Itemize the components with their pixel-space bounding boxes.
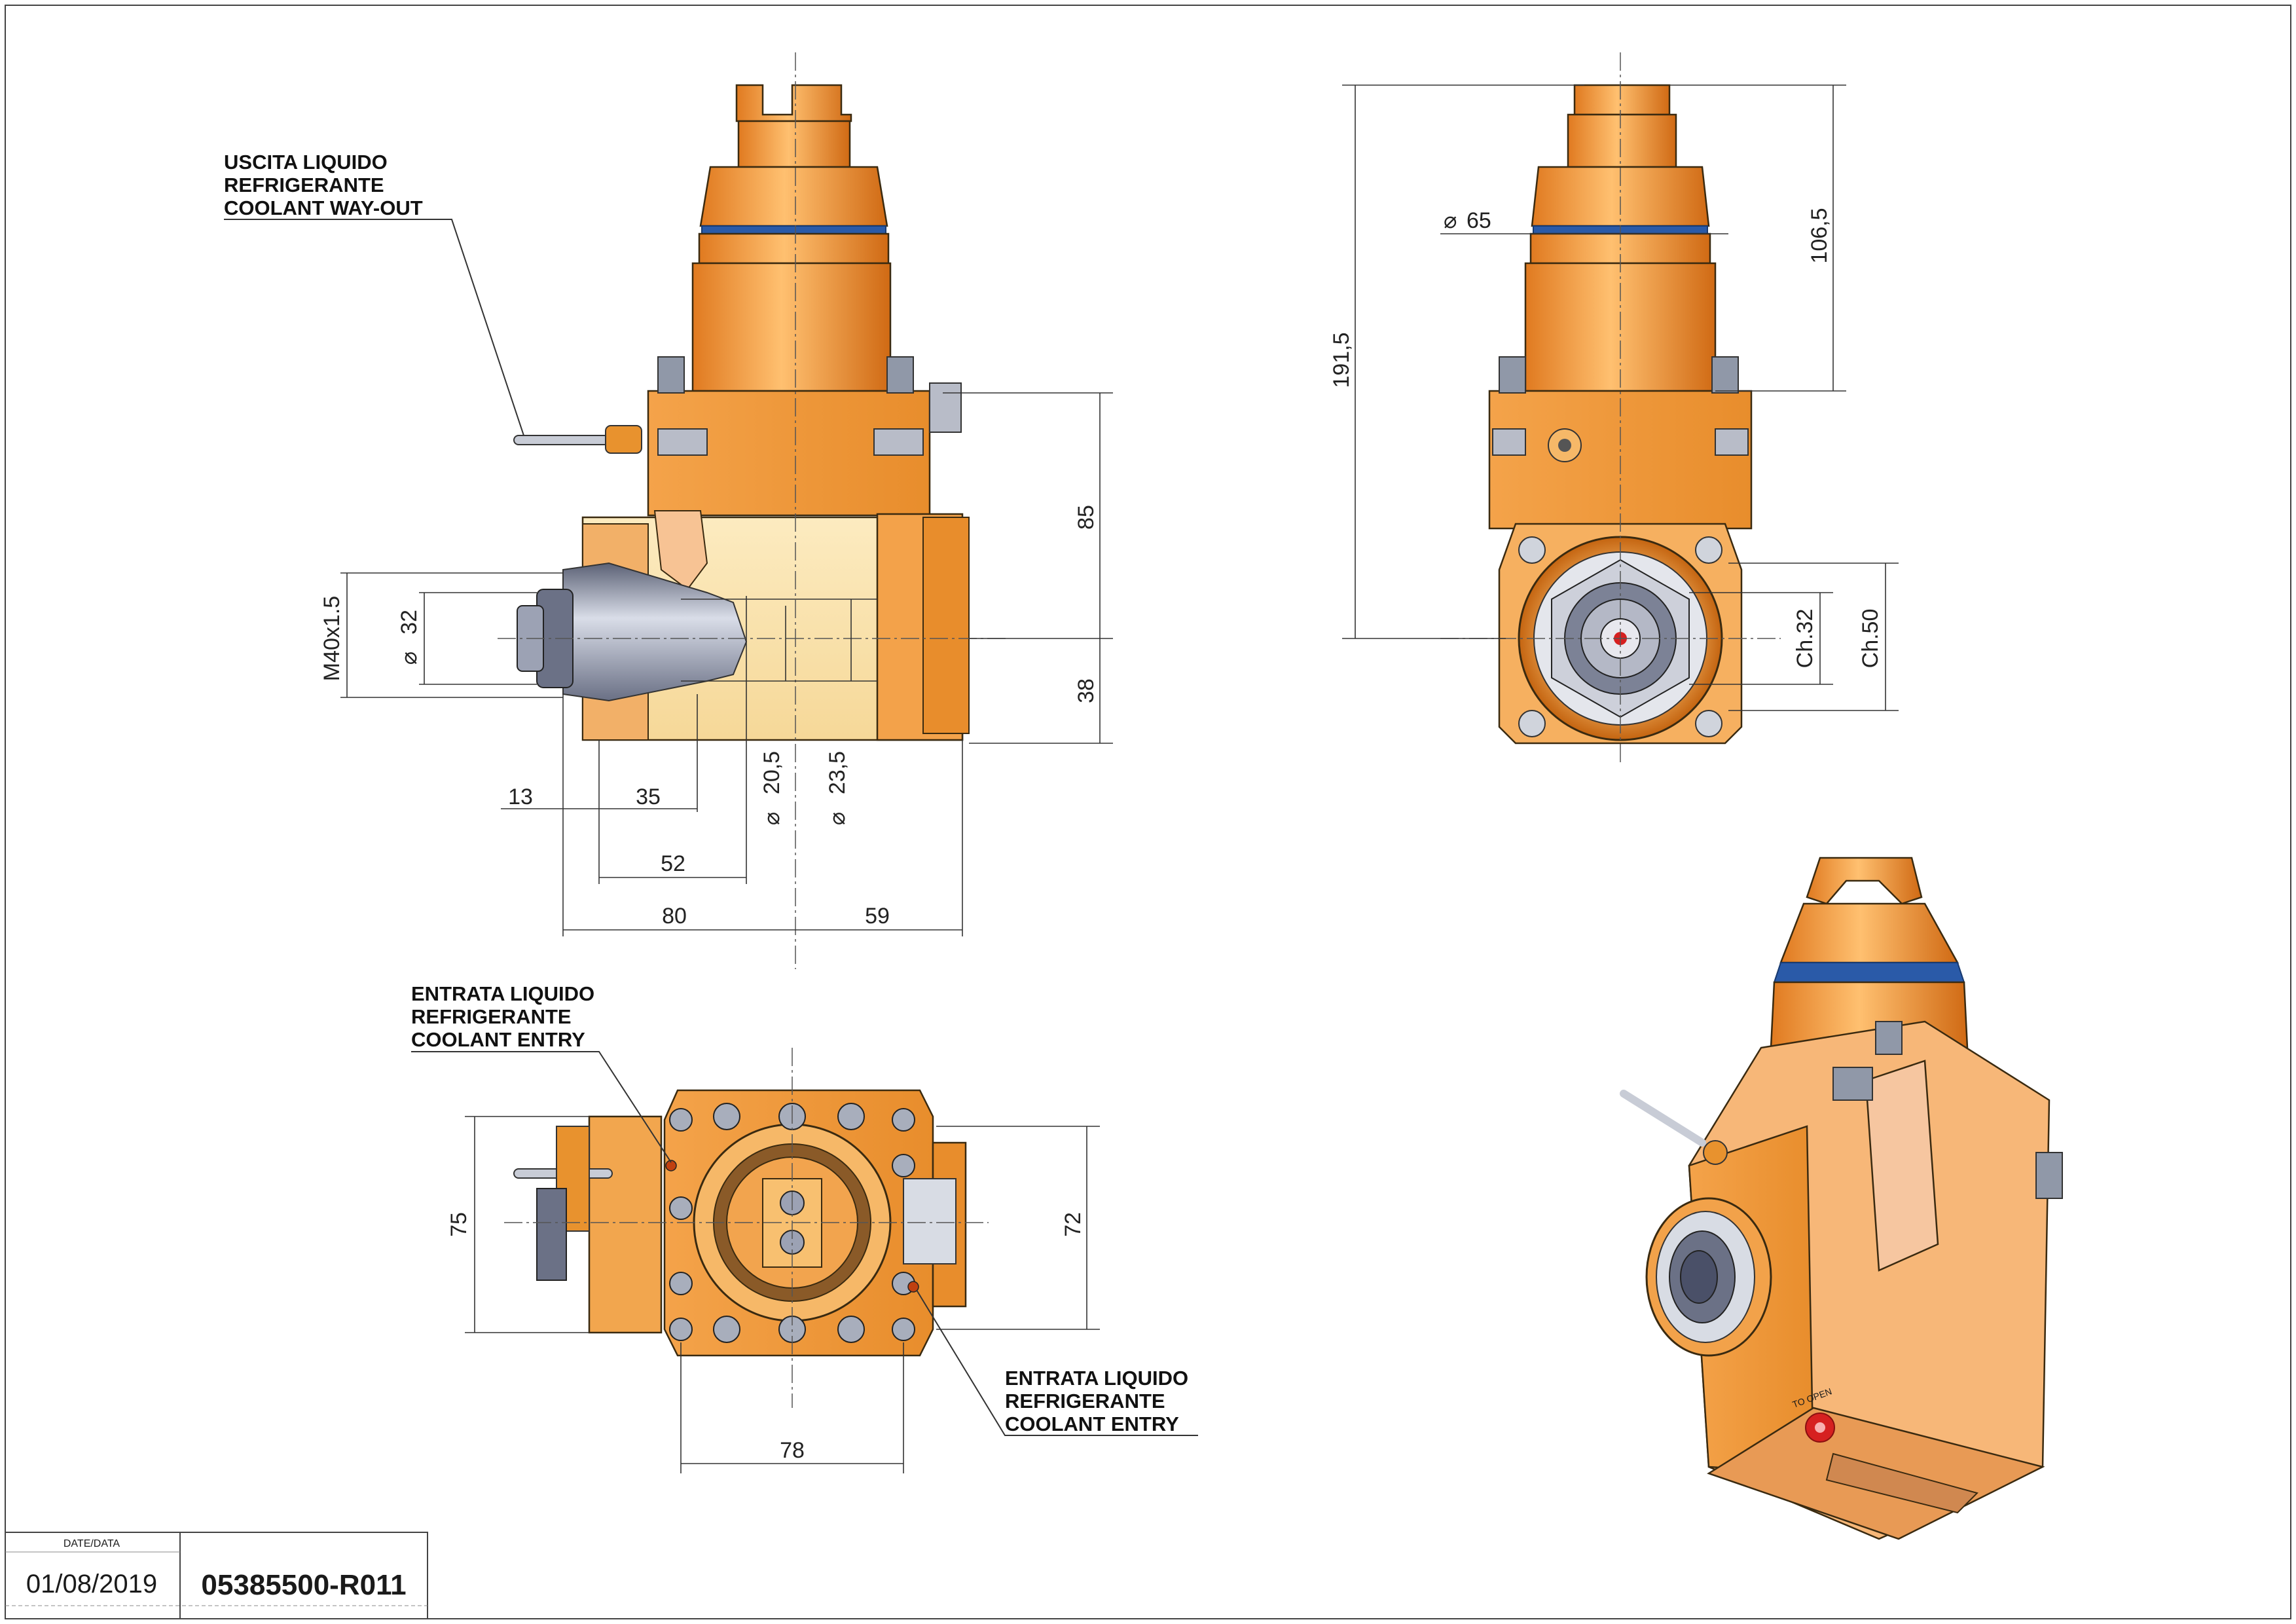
dim-ch-32: Ch.32 xyxy=(1793,609,1817,669)
dim-13: 13 xyxy=(508,784,533,809)
title-block: DATE/DATA 01/08/2019 05385500-R011 xyxy=(5,1532,428,1619)
dim-75: 75 xyxy=(446,1212,471,1237)
callout-coolant-entry-left: ENTRATA LIQUIDO REFRIGERANTE COOLANT ENT… xyxy=(411,982,672,1163)
dim-191-5: 191,5 xyxy=(1329,332,1354,388)
dim-52: 52 xyxy=(661,851,685,876)
dim-dia-65: 65 xyxy=(1467,208,1491,233)
dim-85: 85 xyxy=(1074,505,1099,530)
sheet-border xyxy=(5,5,2291,1619)
dim-dia-20-5: 20,5 xyxy=(759,751,784,794)
dim-thread: M40x1.5 xyxy=(319,596,344,681)
callout-line-1: USCITA LIQUIDO xyxy=(224,151,388,174)
dim-78: 78 xyxy=(780,1438,805,1463)
callout-line-3: COOLANT ENTRY xyxy=(411,1028,585,1051)
side-view-dimensions: 85 38 M40x1.5 ⌀ 32 ⌀ 20,5 ⌀ 23,5 13 35 5… xyxy=(319,392,1113,936)
bottom-view xyxy=(504,1048,989,1408)
dim-dia-32: 32 xyxy=(397,610,422,635)
front-view-dimensions: 191,5 106,5 ⌀ 65 Ch.32 Ch.50 xyxy=(1329,84,1899,711)
dim-dia-23-5-symbol: ⌀ xyxy=(825,812,850,825)
dim-dia-20-5-symbol: ⌀ xyxy=(759,812,784,825)
dim-106-5: 106,5 xyxy=(1807,208,1832,263)
isometric-view: TO OPEN xyxy=(1620,857,2063,1540)
callout-line-1: ENTRATA LIQUIDO xyxy=(411,982,594,1005)
dim-35: 35 xyxy=(636,784,661,809)
callout-line-3: COOLANT WAY-OUT xyxy=(224,196,423,219)
callout-line-2: REFRIGERANTE xyxy=(224,174,384,196)
dim-dia-65-symbol: ⌀ xyxy=(1444,208,1457,233)
callout-line-2: REFRIGERANTE xyxy=(1005,1390,1165,1412)
side-view xyxy=(498,52,1008,969)
callout-line-2: REFRIGERANTE xyxy=(411,1005,572,1028)
callout-coolant-way-out: USCITA LIQUIDO REFRIGERANTE COOLANT WAY-… xyxy=(224,151,524,436)
dim-dia-32-symbol: ⌀ xyxy=(397,652,422,665)
drawing-number: 05385500-R011 xyxy=(201,1569,406,1601)
callout-line-3: COOLANT ENTRY xyxy=(1005,1412,1179,1435)
date-value: 01/08/2019 xyxy=(26,1570,157,1598)
front-view xyxy=(1440,52,1781,766)
callout-line-1: ENTRATA LIQUIDO xyxy=(1005,1367,1188,1390)
dim-59: 59 xyxy=(865,904,890,929)
date-label: DATE/DATA xyxy=(64,1538,120,1549)
dim-38: 38 xyxy=(1074,678,1099,703)
callout-coolant-entry-right: ENTRATA LIQUIDO REFRIGERANTE COOLANT ENT… xyxy=(916,1289,1198,1436)
dim-80: 80 xyxy=(662,904,687,929)
bottom-view-dimensions: 75 72 78 xyxy=(446,1116,1100,1473)
dim-72: 72 xyxy=(1061,1212,1085,1237)
dim-dia-23-5: 23,5 xyxy=(825,751,850,794)
dim-ch-50: Ch.50 xyxy=(1858,609,1883,669)
